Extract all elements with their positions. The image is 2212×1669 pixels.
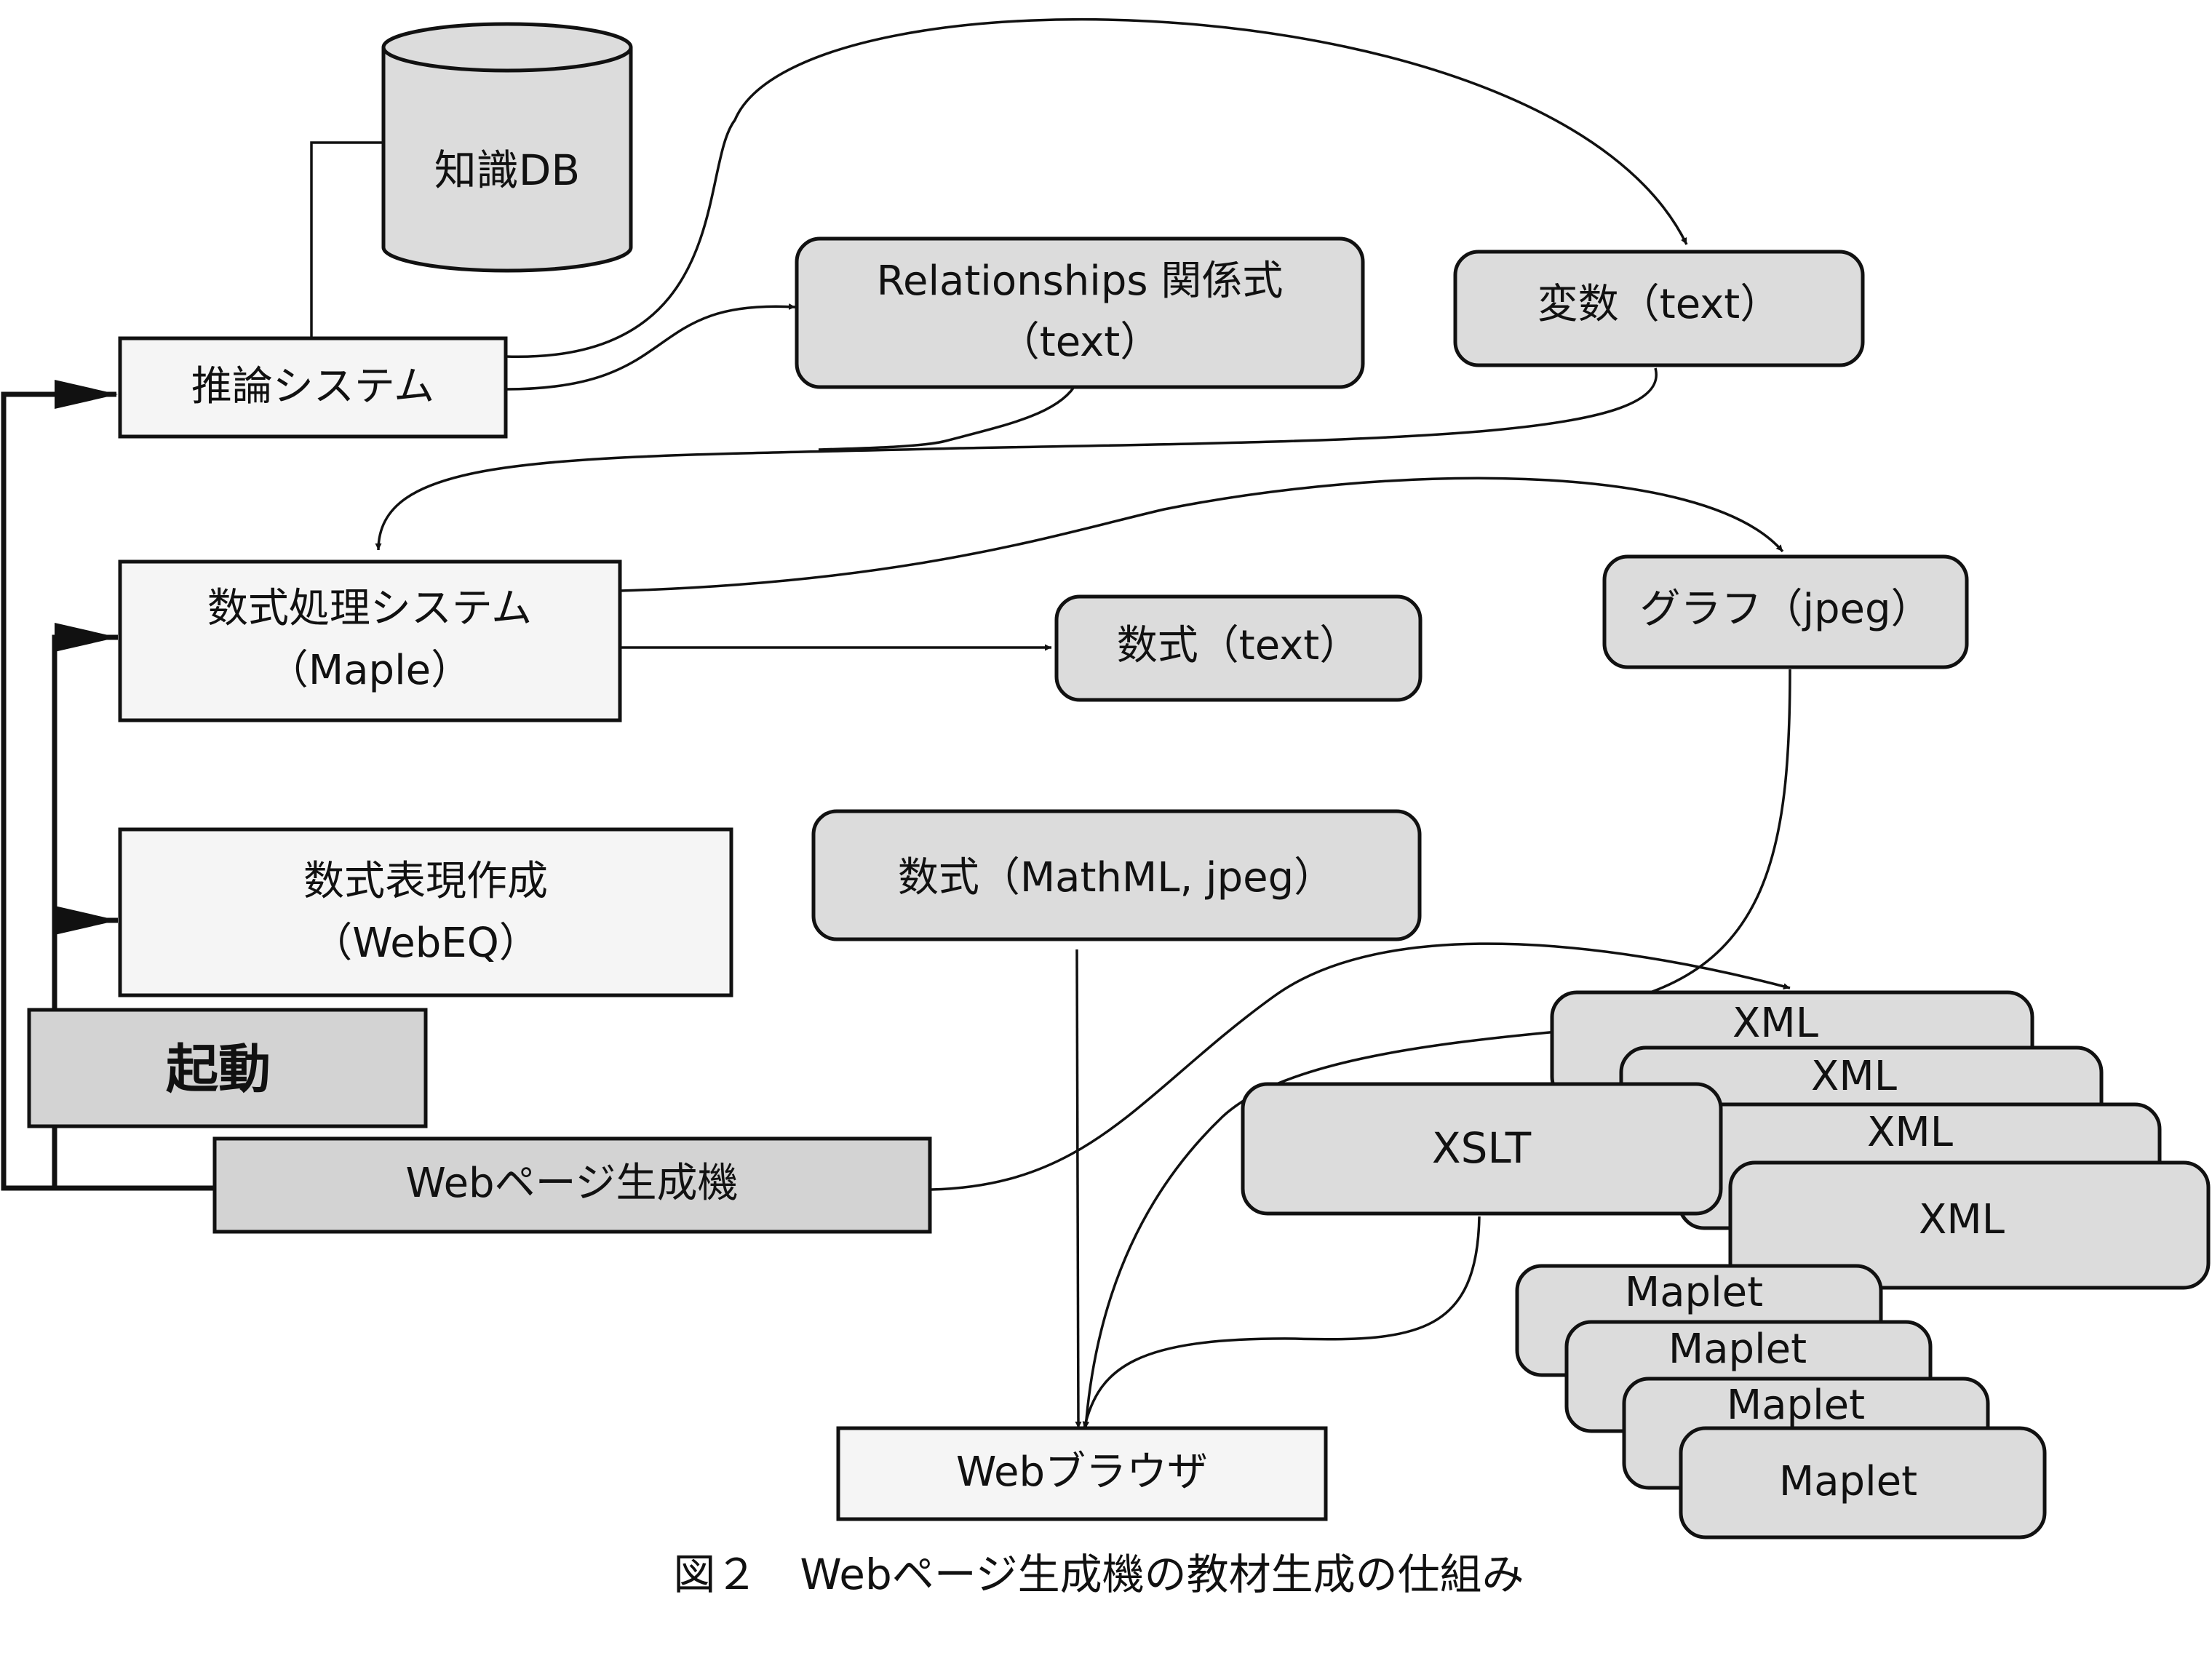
- edge-xslt-to-browser: [1082, 1216, 1481, 1429]
- graph-node: グラフ（jpeg）: [1602, 554, 1969, 669]
- xml-card-4: [1728, 1160, 2211, 1290]
- formula-text-label: 数式（text）: [1117, 622, 1361, 669]
- web-page-generator-label: Webページ生成機: [406, 1160, 739, 1207]
- relationships-line1: Relationships 関係式: [877, 258, 1284, 305]
- relationships-line2: （text）: [999, 319, 1161, 366]
- inference-label: 推論システム: [191, 363, 434, 410]
- xml-label-3: XML: [1867, 1109, 1953, 1156]
- edge-xml-to-browser: [1083, 1030, 1558, 1429]
- variables-node: 変数（text）: [1453, 250, 1865, 367]
- edge-relationships-to-cas: [818, 386, 1075, 451]
- launch-arrow-webeq: [55, 906, 118, 935]
- db-label: 知識DB: [434, 146, 580, 195]
- figure-caption: 図２ Webページ生成機の教材生成の仕組み: [673, 1550, 1524, 1599]
- cas-line1: 数式処理システム: [207, 585, 532, 632]
- relationships-node: Relationships 関係式 （text）: [795, 236, 1365, 389]
- edge-mathml-to-browser: [1075, 949, 1082, 1429]
- web-browser-label: Webブラウザ: [956, 1449, 1208, 1496]
- launch-box: 起動: [27, 1008, 428, 1128]
- cas-box: 数式処理システム （Maple）: [118, 559, 622, 722]
- formula-mathml-label: 数式（MathML, jpeg）: [898, 854, 1334, 901]
- xml-label-4: XML: [1919, 1196, 2005, 1243]
- edge-inference-to-relationships: [505, 303, 796, 391]
- edge-graph-to-xml: [1615, 669, 1791, 1004]
- inference-system-box: 推論システム: [118, 336, 508, 439]
- launch-label: 起動: [166, 1039, 271, 1100]
- xml-stack: XML XML XML XML: [1550, 990, 2211, 1290]
- knowledge-db-cylinder: 知識DB: [381, 22, 633, 273]
- maplet-label-4: Maplet: [1779, 1458, 1917, 1505]
- edge-cas-to-graph: [619, 477, 1784, 592]
- cas-line2: （Maple）: [268, 647, 472, 694]
- variables-label: 変数（text）: [1537, 281, 1781, 328]
- graph-label: グラフ（jpeg）: [1639, 586, 1931, 633]
- maplet-label-3: Maplet: [1727, 1382, 1865, 1429]
- formula-expression-line1: 数式表現作成: [303, 858, 548, 905]
- formula-expression-box: 数式表現作成 （WebEQ）: [118, 827, 733, 997]
- maplet-label-2: Maplet: [1668, 1326, 1807, 1373]
- maplet-stack: Maplet Maplet Maplet Maplet: [1515, 1264, 2047, 1539]
- formula-text-node: 数式（text）: [1054, 594, 1423, 702]
- xslt-label: XSLT: [1432, 1123, 1532, 1173]
- xslt-node: XSLT: [1241, 1082, 1723, 1216]
- xml-label-2: XML: [1811, 1053, 1897, 1100]
- edge-variables-to-cas: [375, 367, 1658, 551]
- maplet-card-4: [1679, 1426, 2047, 1539]
- launch-bus-tap-cas: [52, 634, 118, 1011]
- xml-label-1: XML: [1732, 1000, 1818, 1047]
- db-to-inference-link: [310, 141, 382, 338]
- formula-expression-line2: （WebEQ）: [311, 920, 540, 967]
- edge-inference-to-variables: [505, 17, 1688, 358]
- formula-mathml-node: 数式（MathML, jpeg）: [811, 809, 1422, 941]
- launch-arrow-inference: [55, 380, 118, 409]
- launch-arrow-cas: [55, 623, 118, 652]
- web-browser-box: Webブラウザ: [836, 1426, 1328, 1521]
- web-page-generator-box: Webページ生成機: [212, 1136, 932, 1234]
- edge-generator-to-xml: [931, 942, 1791, 1191]
- maplet-label-1: Maplet: [1625, 1269, 1763, 1316]
